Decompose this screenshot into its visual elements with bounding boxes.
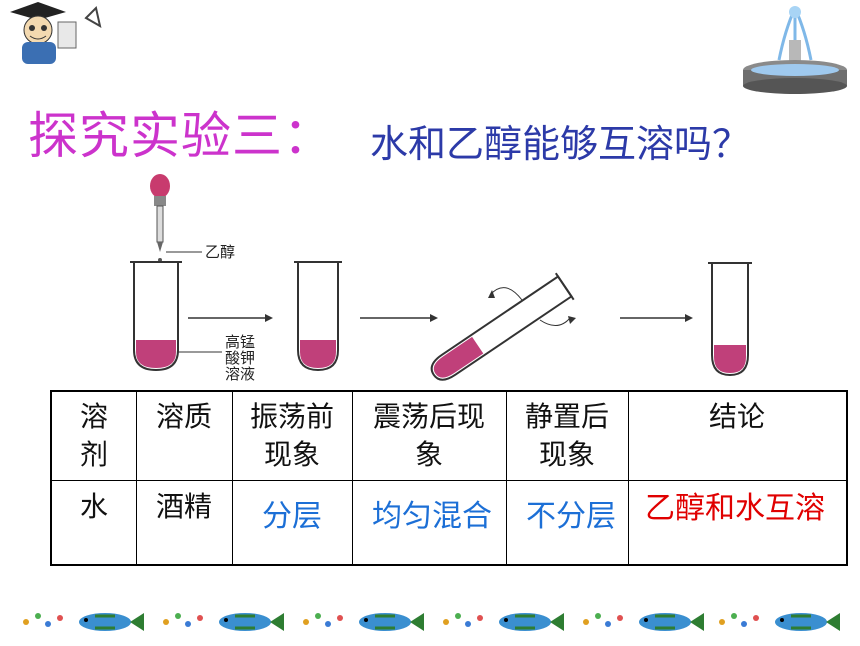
table-cell-after-shake: 均匀混合	[372, 499, 492, 534]
label-solution-line: 高锰	[225, 333, 256, 351]
header-line: 振荡前	[249, 400, 334, 433]
page-title: 探究实验三：	[28, 107, 334, 165]
table-header-solute: 溶质	[136, 398, 232, 436]
arrow-1-icon	[188, 314, 273, 322]
arrow-2-icon	[360, 314, 438, 322]
header-line: 象	[414, 438, 443, 471]
test-tube-4	[700, 255, 760, 385]
table-cell-solute: 酒精	[155, 490, 212, 523]
arrow-3-icon	[620, 314, 693, 322]
table-cell-solvent: 水	[79, 490, 108, 523]
fountain-decoration	[735, 0, 855, 95]
label-solution-line: 溶液	[225, 365, 256, 383]
header-line: 溶质	[155, 400, 212, 433]
table-cell-conclusion: 乙醇和水互溶	[645, 491, 825, 526]
table-header-conclusion: 结论	[628, 398, 846, 436]
header-line: 结论	[708, 400, 765, 433]
header-line: 震荡后现	[372, 400, 485, 433]
label-solution-line: 酸钾	[225, 349, 256, 367]
page-subtitle-question: 水和乙醇能够互溶吗？	[370, 122, 751, 166]
test-tube-1	[130, 261, 222, 372]
header-line: 剂	[79, 438, 108, 471]
header-line: 现象	[263, 438, 320, 471]
table-header-after-rest: 静置后 现象	[506, 398, 628, 474]
test-tube-3-shaking	[430, 272, 575, 381]
experiment-diagram	[120, 170, 720, 385]
table-header-solvent: 溶 剂	[52, 398, 136, 474]
test-tube-2	[294, 261, 342, 372]
label-ethanol: 乙醇	[205, 243, 236, 261]
results-table: 溶 剂 溶质 振荡前 现象 震荡后现 象 静置后 现象 结论 水 酒精 分层 均…	[50, 390, 848, 566]
header-line: 溶	[79, 400, 108, 433]
fish-border-decoration	[10, 602, 850, 642]
header-line: 静置后	[524, 400, 609, 433]
dropper-icon	[150, 174, 202, 262]
label-solution: 高锰 酸钾 溶液	[225, 334, 275, 382]
mascot-decoration	[0, 0, 110, 70]
table-cell-before: 分层	[262, 499, 322, 534]
header-line: 现象	[538, 438, 595, 471]
table-cell-after-rest: 不分层	[526, 499, 616, 534]
table-header-after-shake: 震荡后现 象	[352, 398, 506, 474]
table-header-before: 振荡前 现象	[232, 398, 352, 474]
